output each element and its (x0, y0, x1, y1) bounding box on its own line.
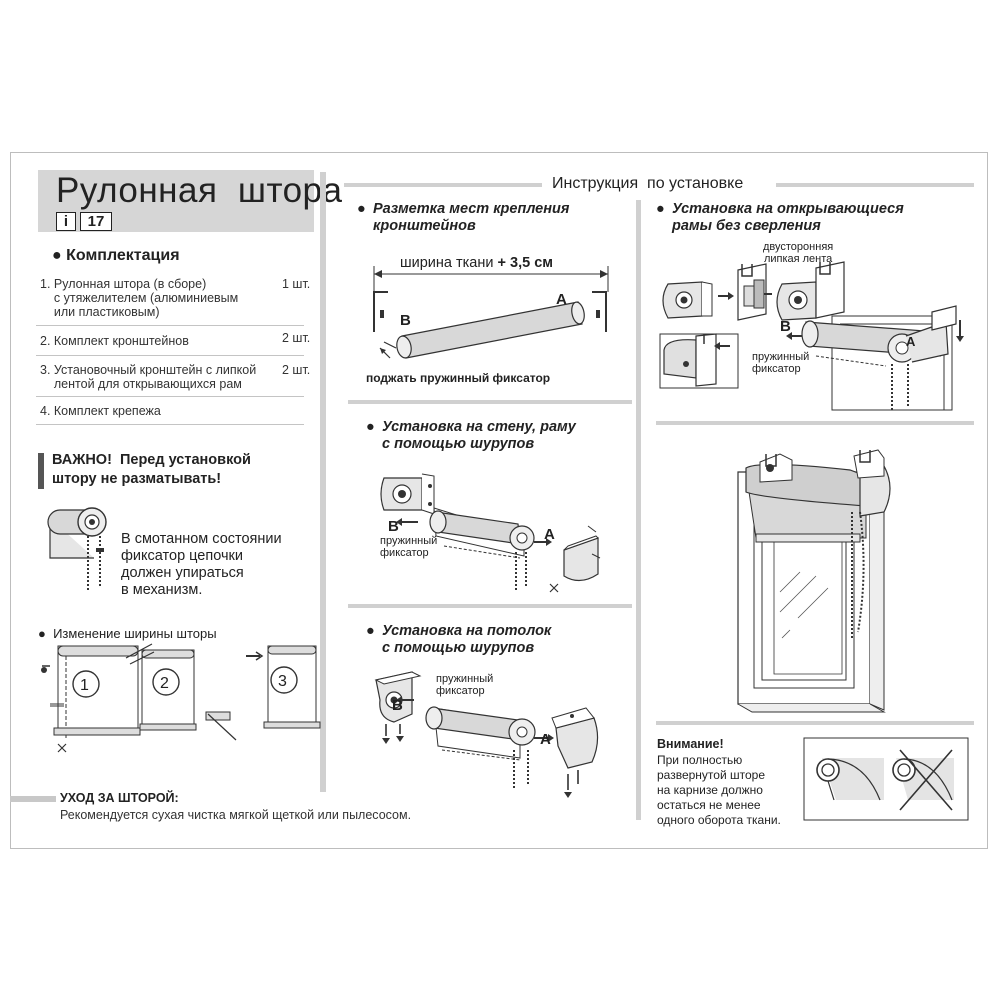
important-text: В смотанном состоянии фиксатор цепочки д… (121, 531, 282, 598)
width-label-text: ширина ткани (400, 255, 494, 271)
kit-item-2: 2. Комплект кронштейнов (40, 334, 189, 348)
width-label: ширина ткани + 3,5 см (400, 255, 553, 271)
kit-qty-1: 1 шт. (282, 277, 311, 291)
page-frame (10, 152, 988, 849)
kit-item-3: 3. Установочный кронштейн с липкой ленто… (40, 363, 257, 391)
section-separator (656, 421, 974, 425)
header-rule-left (344, 183, 542, 187)
wall-illustration (380, 473, 601, 593)
opening-heading-text: Установка на открывающиеся рамы без свер… (672, 201, 904, 234)
divider (36, 355, 304, 356)
divider (36, 396, 304, 397)
marking-heading-text: Разметка мест крепления кронштейнов (373, 201, 570, 234)
step-3-label: 3 (278, 673, 287, 690)
rolled-blind-illustration (47, 507, 107, 592)
window-illustration (737, 449, 891, 713)
attention-illustration (803, 737, 969, 821)
column-separator-right (636, 200, 641, 820)
marking-caption: поджать пружинный фиксатор (366, 371, 551, 385)
kit-qty-3: 2 шт. (282, 363, 311, 377)
badge-i: i (56, 212, 76, 231)
care-text: Рекомендуется сухая чистка мягкой щеткой… (60, 808, 412, 822)
divider (36, 424, 304, 425)
marking-illustration (373, 266, 609, 359)
page-title: Рулонная штора (56, 171, 343, 210)
wall-heading: ●Установка на стену, раму с помощью шуру… (366, 419, 576, 452)
care-bar (10, 796, 56, 802)
ceiling-heading-text: Установка на потолок с помощью шурупов (382, 623, 552, 656)
step-1-label: 1 (80, 677, 89, 694)
divider (36, 325, 304, 326)
column-separator-left (320, 172, 326, 792)
marking-heading: ●Разметка мест крепления кронштейнов (357, 201, 570, 234)
badge-number: 17 (80, 212, 112, 231)
step-2-label: 2 (160, 675, 169, 692)
opening-label-b: B (780, 318, 791, 335)
kit-qty-2: 2 шт. (282, 331, 311, 345)
width-change-illustration: 1 2 3 (41, 643, 321, 753)
section-separator (348, 604, 632, 608)
wall-fixator: пружинный фиксатор (380, 535, 438, 559)
marking-label-b: B (400, 312, 411, 329)
kit-heading: ● Комплектация (52, 247, 180, 264)
section-separator (348, 400, 632, 404)
marking-label-a: A (556, 291, 567, 308)
attention-text: При полностью развернутой шторе на карни… (657, 753, 781, 827)
width-plus: + 3,5 см (497, 255, 553, 271)
important-accent-bar (38, 453, 44, 489)
opening-fixator: пружинный фиксатор (752, 351, 810, 375)
kit-item-4: 4. Комплект крепежа (40, 404, 161, 418)
ceiling-illustration (374, 671, 599, 798)
instruction-title: Инструкция по установке (552, 175, 744, 192)
ceiling-label-b: B (392, 697, 403, 714)
section-separator (656, 721, 974, 725)
opening-illustration (659, 261, 964, 411)
opening-label-a: A (906, 334, 916, 349)
kit-heading-text: Комплектация (66, 247, 180, 264)
ceiling-heading: ●Установка на потолок с помощью шурупов (366, 623, 552, 656)
attention-heading: Внимание! (657, 737, 724, 751)
care-heading: УХОД ЗА ШТОРОЙ: (60, 791, 179, 805)
ceiling-fixator: пружинный фиксатор (436, 673, 494, 697)
wall-heading-text: Установка на стену, раму с помощью шуруп… (382, 419, 576, 452)
width-change-heading-text: Изменение ширины шторы (53, 626, 217, 641)
opening-heading: ●Установка на открывающиеся рамы без све… (656, 201, 904, 234)
wall-label-b: B (388, 518, 399, 535)
header-rule-right (776, 183, 974, 187)
opening-tape-label: двусторонняя липкая лента (763, 241, 834, 265)
wall-label-a: A (544, 526, 555, 543)
width-change-heading: ● Изменение ширины шторы (38, 626, 217, 641)
kit-item-1: 1. Рулонная штора (в сборе) с утяжелител… (40, 277, 239, 319)
ceiling-label-a: A (540, 731, 551, 748)
important-heading: ВАЖНО! Перед установкой штору не разматы… (52, 452, 251, 487)
